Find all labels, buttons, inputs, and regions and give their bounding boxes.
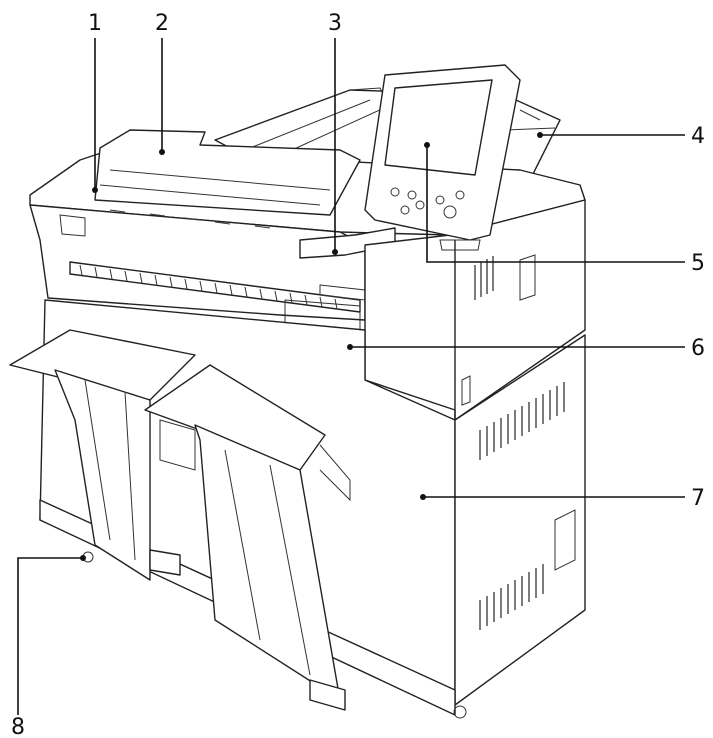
callout-8: 8 bbox=[11, 715, 25, 738]
leader-lines bbox=[17, 38, 685, 715]
callout-3: 3 bbox=[328, 11, 342, 36]
leader-3-dot bbox=[332, 249, 338, 255]
control-panel bbox=[364, 64, 521, 251]
leader-6-dot bbox=[347, 344, 353, 350]
leader-4-dot bbox=[537, 132, 543, 138]
leader-8-dot bbox=[80, 555, 86, 561]
leader-2-dot bbox=[159, 149, 165, 155]
leader-8 bbox=[17, 557, 83, 715]
callout-numbers: 1 2 3 4 5 6 7 8 bbox=[11, 11, 705, 738]
leader-1-dot bbox=[92, 187, 98, 193]
callout-7: 7 bbox=[691, 486, 705, 511]
callout-5: 5 bbox=[691, 251, 705, 276]
leader-7-dot bbox=[420, 494, 426, 500]
leader-5 bbox=[426, 145, 685, 263]
scanner-unit bbox=[29, 129, 586, 331]
leader-5-dot bbox=[424, 142, 430, 148]
callout-2: 2 bbox=[155, 11, 169, 36]
callout-4: 4 bbox=[691, 124, 705, 149]
front-output-trays bbox=[9, 329, 351, 711]
callout-6: 6 bbox=[691, 336, 705, 361]
callout-1: 1 bbox=[88, 11, 102, 36]
